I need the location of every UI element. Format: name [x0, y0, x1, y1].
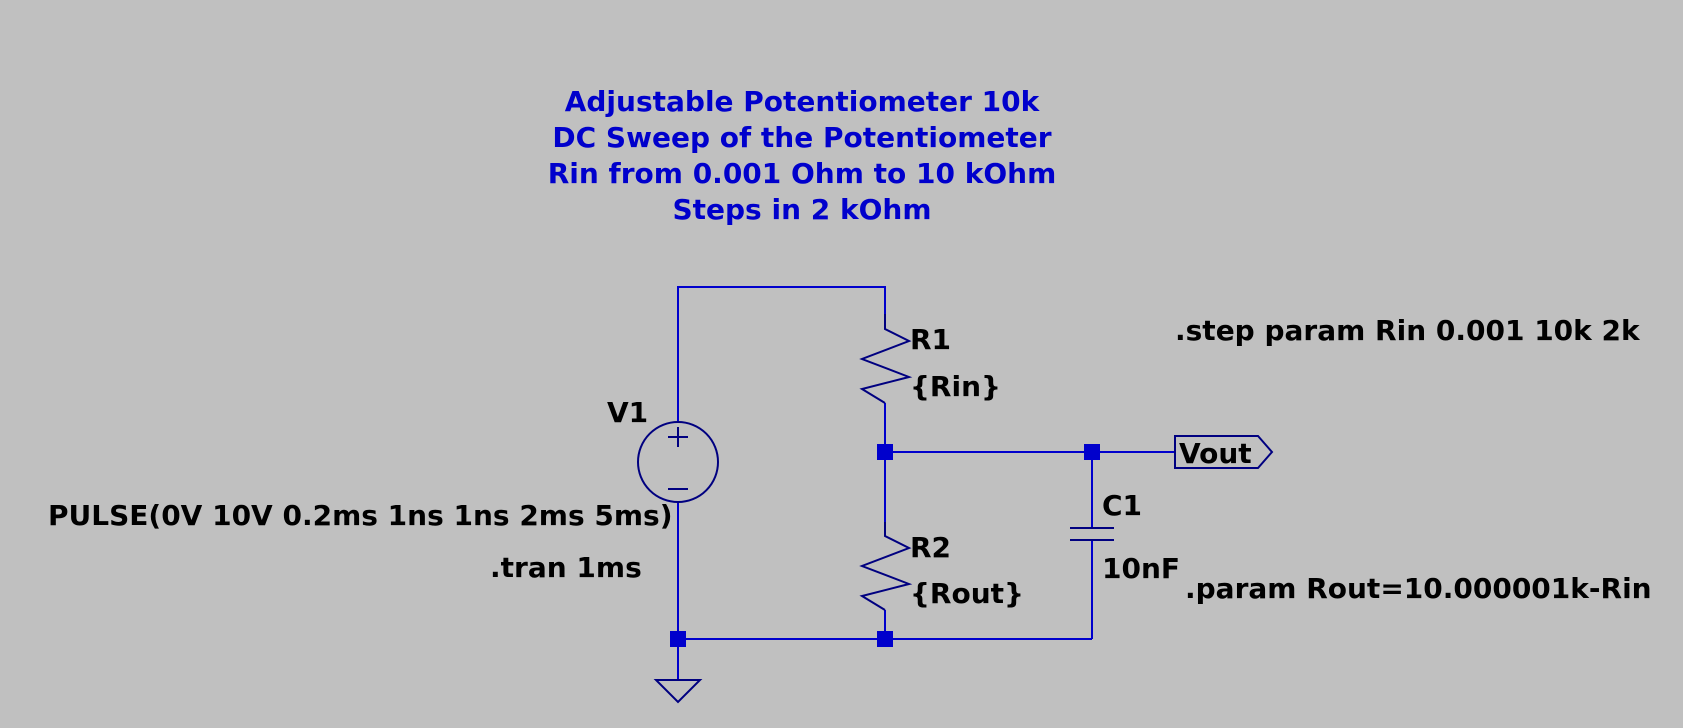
c1-value-label[interactable]: 10nF [1102, 552, 1180, 585]
title-line-4: Steps in 2 kOhm [672, 193, 931, 226]
title-block: Adjustable Potentiometer 10k DC Sweep of… [548, 85, 1057, 226]
vout-label[interactable]: Vout [1179, 437, 1252, 470]
title-line-3: Rin from 0.001 Ohm to 10 kOhm [548, 157, 1057, 190]
junction-dot [877, 631, 893, 647]
capacitor-c1[interactable] [1070, 527, 1114, 541]
source-value-label[interactable]: PULSE(0V 10V 0.2ms 1ns 1ns 2ms 5ms) [48, 499, 673, 532]
vout-flag[interactable] [1174, 435, 1274, 469]
step-directive[interactable]: .step param Rin 0.001 10k 2k [1175, 314, 1641, 347]
param-directive[interactable]: .param Rout=10.000001k-Rin [1185, 572, 1652, 605]
resistor-r2[interactable] [859, 522, 913, 611]
ground-icon[interactable] [653, 679, 703, 704]
junction-dot [877, 444, 893, 460]
junctions [670, 444, 1100, 647]
title-line-1: Adjustable Potentiometer 10k [565, 85, 1041, 118]
wire-top-loop[interactable] [677, 286, 886, 421]
title-line-2: DC Sweep of the Potentiometer [552, 121, 1051, 154]
junction-dot [670, 631, 686, 647]
r1-value-label[interactable]: {Rin} [910, 370, 1001, 403]
r1-name-label[interactable]: R1 [910, 323, 951, 356]
junction-dot [1084, 444, 1100, 460]
r2-name-label[interactable]: R2 [910, 531, 951, 564]
c1-name-label[interactable]: C1 [1102, 489, 1142, 522]
source-name-label[interactable]: V1 [607, 396, 648, 429]
source-circle[interactable] [637, 421, 719, 503]
r2-value-label[interactable]: {Rout} [910, 577, 1024, 610]
resistor-r1[interactable] [859, 314, 913, 404]
voltage-source-v1[interactable] [637, 421, 719, 503]
tran-directive[interactable]: .tran 1ms [490, 551, 642, 584]
